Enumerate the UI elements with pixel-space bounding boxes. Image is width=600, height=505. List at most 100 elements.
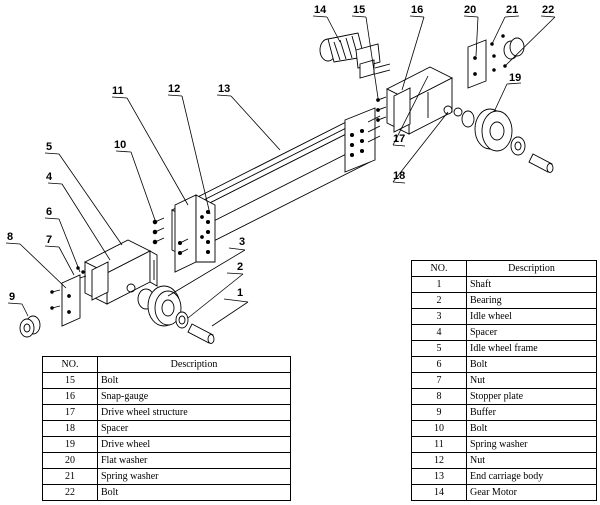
buffer (19, 315, 41, 338)
callout-19: 19 (509, 72, 521, 84)
table-header-row: NO. Description (42, 356, 291, 373)
part-number: 10 (411, 420, 467, 437)
callout-8: 8 (7, 231, 13, 243)
part-number: 21 (42, 468, 98, 485)
part-description: Bearing (466, 292, 597, 309)
bolts-left (152, 217, 189, 256)
part-description: Stopper plate (466, 388, 597, 405)
callout-3: 3 (239, 236, 245, 248)
part-number: 22 (42, 484, 98, 501)
idle-wheel (137, 285, 182, 327)
left-end-plate (174, 194, 216, 273)
shaft-right (528, 153, 554, 173)
buffer-right (503, 37, 525, 60)
idle-wheel-frame (84, 239, 158, 305)
part-description: Bolt (97, 372, 291, 389)
part-number: 2 (411, 292, 467, 309)
part-number: 11 (411, 436, 467, 453)
part-number: 18 (42, 420, 98, 437)
callout-7: 7 (46, 234, 52, 246)
part-number: 9 (411, 404, 467, 421)
column-header-description: Description (97, 356, 291, 373)
callout-9: 9 (9, 291, 15, 303)
part-description: Idle wheel (466, 308, 597, 325)
drive-wheel-structure (386, 66, 463, 135)
part-description: Flat washer (97, 452, 291, 469)
part-number: 6 (411, 356, 467, 373)
part-description: Bolt (97, 484, 291, 501)
callout-17: 17 (393, 133, 405, 145)
callout-21: 21 (506, 4, 518, 16)
shaft-left (187, 323, 215, 344)
part-number: 20 (42, 452, 98, 469)
callout-2: 2 (237, 261, 243, 273)
bearing-left (175, 311, 189, 329)
part-description: Gear Motor (466, 484, 597, 501)
callout-16: 16 (411, 4, 423, 16)
callout-15: 15 (353, 4, 365, 16)
part-description: Spring washer (97, 468, 291, 485)
table-header-row: NO. Description (411, 260, 597, 277)
callout-18: 18 (393, 170, 405, 182)
part-number: 17 (42, 404, 98, 421)
part-number: 14 (411, 484, 467, 501)
callout-6: 6 (46, 206, 52, 218)
callout-22: 22 (542, 4, 554, 16)
column-header-description: Description (466, 260, 597, 277)
callout-1: 1 (237, 287, 243, 299)
part-number: 12 (411, 452, 467, 469)
callout-labels: 1 2 3 4 5 6 7 8 9 10 11 12 13 14 15 16 1… (7, 4, 554, 303)
callout-20: 20 (464, 4, 476, 16)
part-description: Shaft (466, 276, 597, 293)
part-number: 15 (42, 372, 98, 389)
callout-13: 13 (218, 83, 230, 95)
leader-lines (5, 15, 556, 327)
callout-12: 12 (168, 83, 180, 95)
part-description: Drive wheel (97, 436, 291, 453)
part-description: Buffer (466, 404, 597, 421)
part-description: Spring washer (466, 436, 597, 453)
part-description: Nut (466, 372, 597, 389)
callout-10: 10 (114, 139, 126, 151)
callout-11: 11 (112, 85, 124, 97)
column-header-no: NO. (411, 260, 467, 277)
part-number: 8 (411, 388, 467, 405)
part-description: Idle wheel frame (466, 340, 597, 357)
part-number: 3 (411, 308, 467, 325)
part-number: 13 (411, 468, 467, 485)
part-number: 5 (411, 340, 467, 357)
flat-washer-plate (467, 34, 507, 89)
callout-5: 5 (46, 141, 52, 153)
part-description: Drive wheel structure (97, 404, 291, 421)
part-description: Nut (466, 452, 597, 469)
part-number: 19 (42, 436, 98, 453)
part-description: Snap-gauge (97, 388, 291, 405)
bolts-drive (376, 96, 387, 122)
part-number: 1 (411, 276, 467, 293)
gear-motor (319, 32, 391, 79)
stopper-plate (50, 266, 87, 327)
callout-14: 14 (314, 4, 327, 16)
